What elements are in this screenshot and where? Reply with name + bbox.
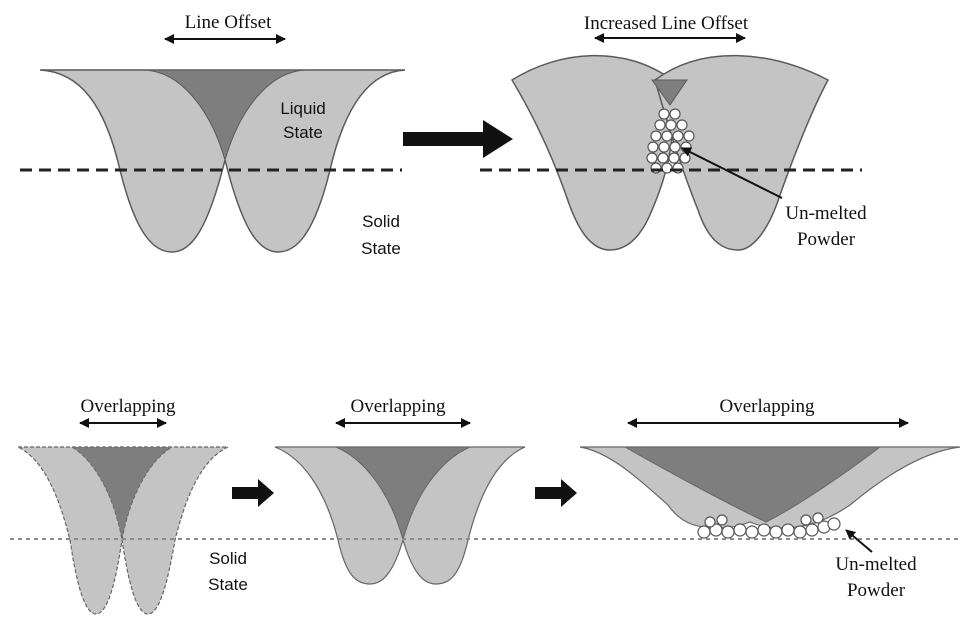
bottom-panel-1: Overlapping Solid State (17, 396, 248, 615)
powder-particle-icon (646, 108, 695, 174)
liquid-overlap-region (651, 79, 688, 106)
solid-state-label: Solid (209, 549, 247, 568)
top-right-panel: Increased Line Offset Un-melted Powder (480, 13, 867, 251)
process-arrow-icon (535, 479, 577, 507)
unmelted-powder-label-2: Powder (797, 229, 856, 250)
process-arrow-icon (232, 479, 274, 507)
overlapping-label: Overlapping (81, 396, 176, 417)
overlapping-label: Overlapping (720, 396, 815, 417)
melt-pool-right (654, 54, 830, 251)
liquid-state-label: Liquid (280, 99, 325, 118)
melt-pool-left (510, 54, 675, 251)
unmelted-powder-label: Un-melted (835, 554, 917, 575)
solid-state-label-2: State (208, 575, 248, 594)
liquid-overlap-region (144, 69, 306, 162)
overlapping-label: Overlapping (351, 396, 446, 417)
leader-arrow-icon (845, 529, 873, 553)
line-offset-label: Line Offset (185, 12, 272, 33)
solid-state-label: Solid (362, 212, 400, 231)
bottom-panel-3: Overlapping Un-melted Powder (10, 396, 962, 601)
solid-state-label-2: State (361, 239, 401, 258)
bottom-panel-2: Overlapping (274, 396, 526, 585)
powder-particle-icon (697, 512, 841, 539)
process-arrow-icon (403, 120, 513, 158)
unmelted-powder-label-2: Powder (847, 580, 906, 601)
increased-line-offset-label: Increased Line Offset (584, 13, 749, 34)
liquid-overlap-region (623, 446, 882, 523)
liquid-state-label-2: State (283, 123, 323, 142)
leader-arrow-icon (681, 147, 783, 199)
unmelted-powder-label: Un-melted (785, 203, 867, 224)
liquid-overlap-region (70, 446, 174, 541)
top-left-panel: Line Offset Liquid State Solid State (20, 12, 406, 258)
